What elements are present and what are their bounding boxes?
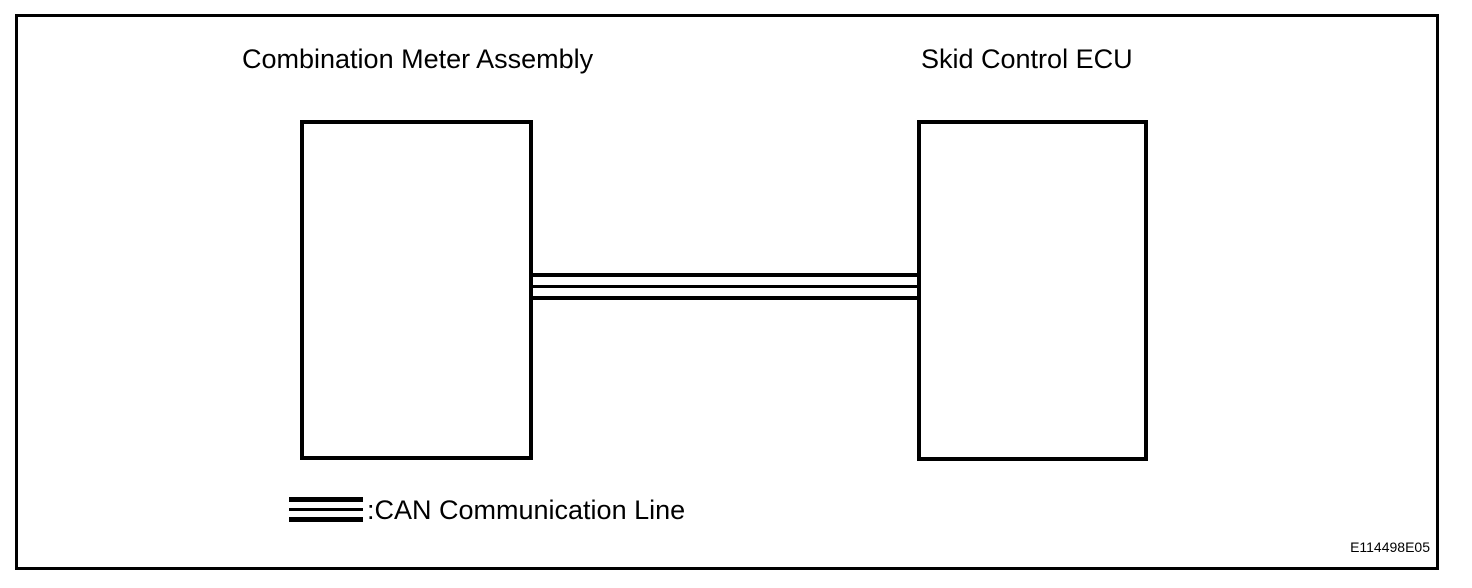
legend-symbol-line-top [289,497,363,502]
node-label-combination-meter-assembly: Combination Meter Assembly [242,44,594,74]
can-connector-line-top [531,273,919,277]
can-connector-gap [531,277,919,285]
can-connector-line-bottom [531,296,919,300]
legend-label: :CAN Communication Line [367,495,686,525]
can-bus-connector [531,273,919,300]
diagram-border-frame [15,14,1439,570]
legend-symbol-line-middle [289,508,363,511]
node-box-skid-control-ecu [917,120,1148,461]
reference-code: E114498E05 [1350,539,1430,555]
node-label-skid-control-ecu: Skid Control ECU [921,44,1133,74]
can-connector-line-middle [531,285,919,288]
legend-symbol-line-bottom [289,517,363,522]
can-connector-gap [531,288,919,296]
legend-can-line-symbol [289,497,363,522]
node-box-combination-meter-assembly [300,120,533,460]
